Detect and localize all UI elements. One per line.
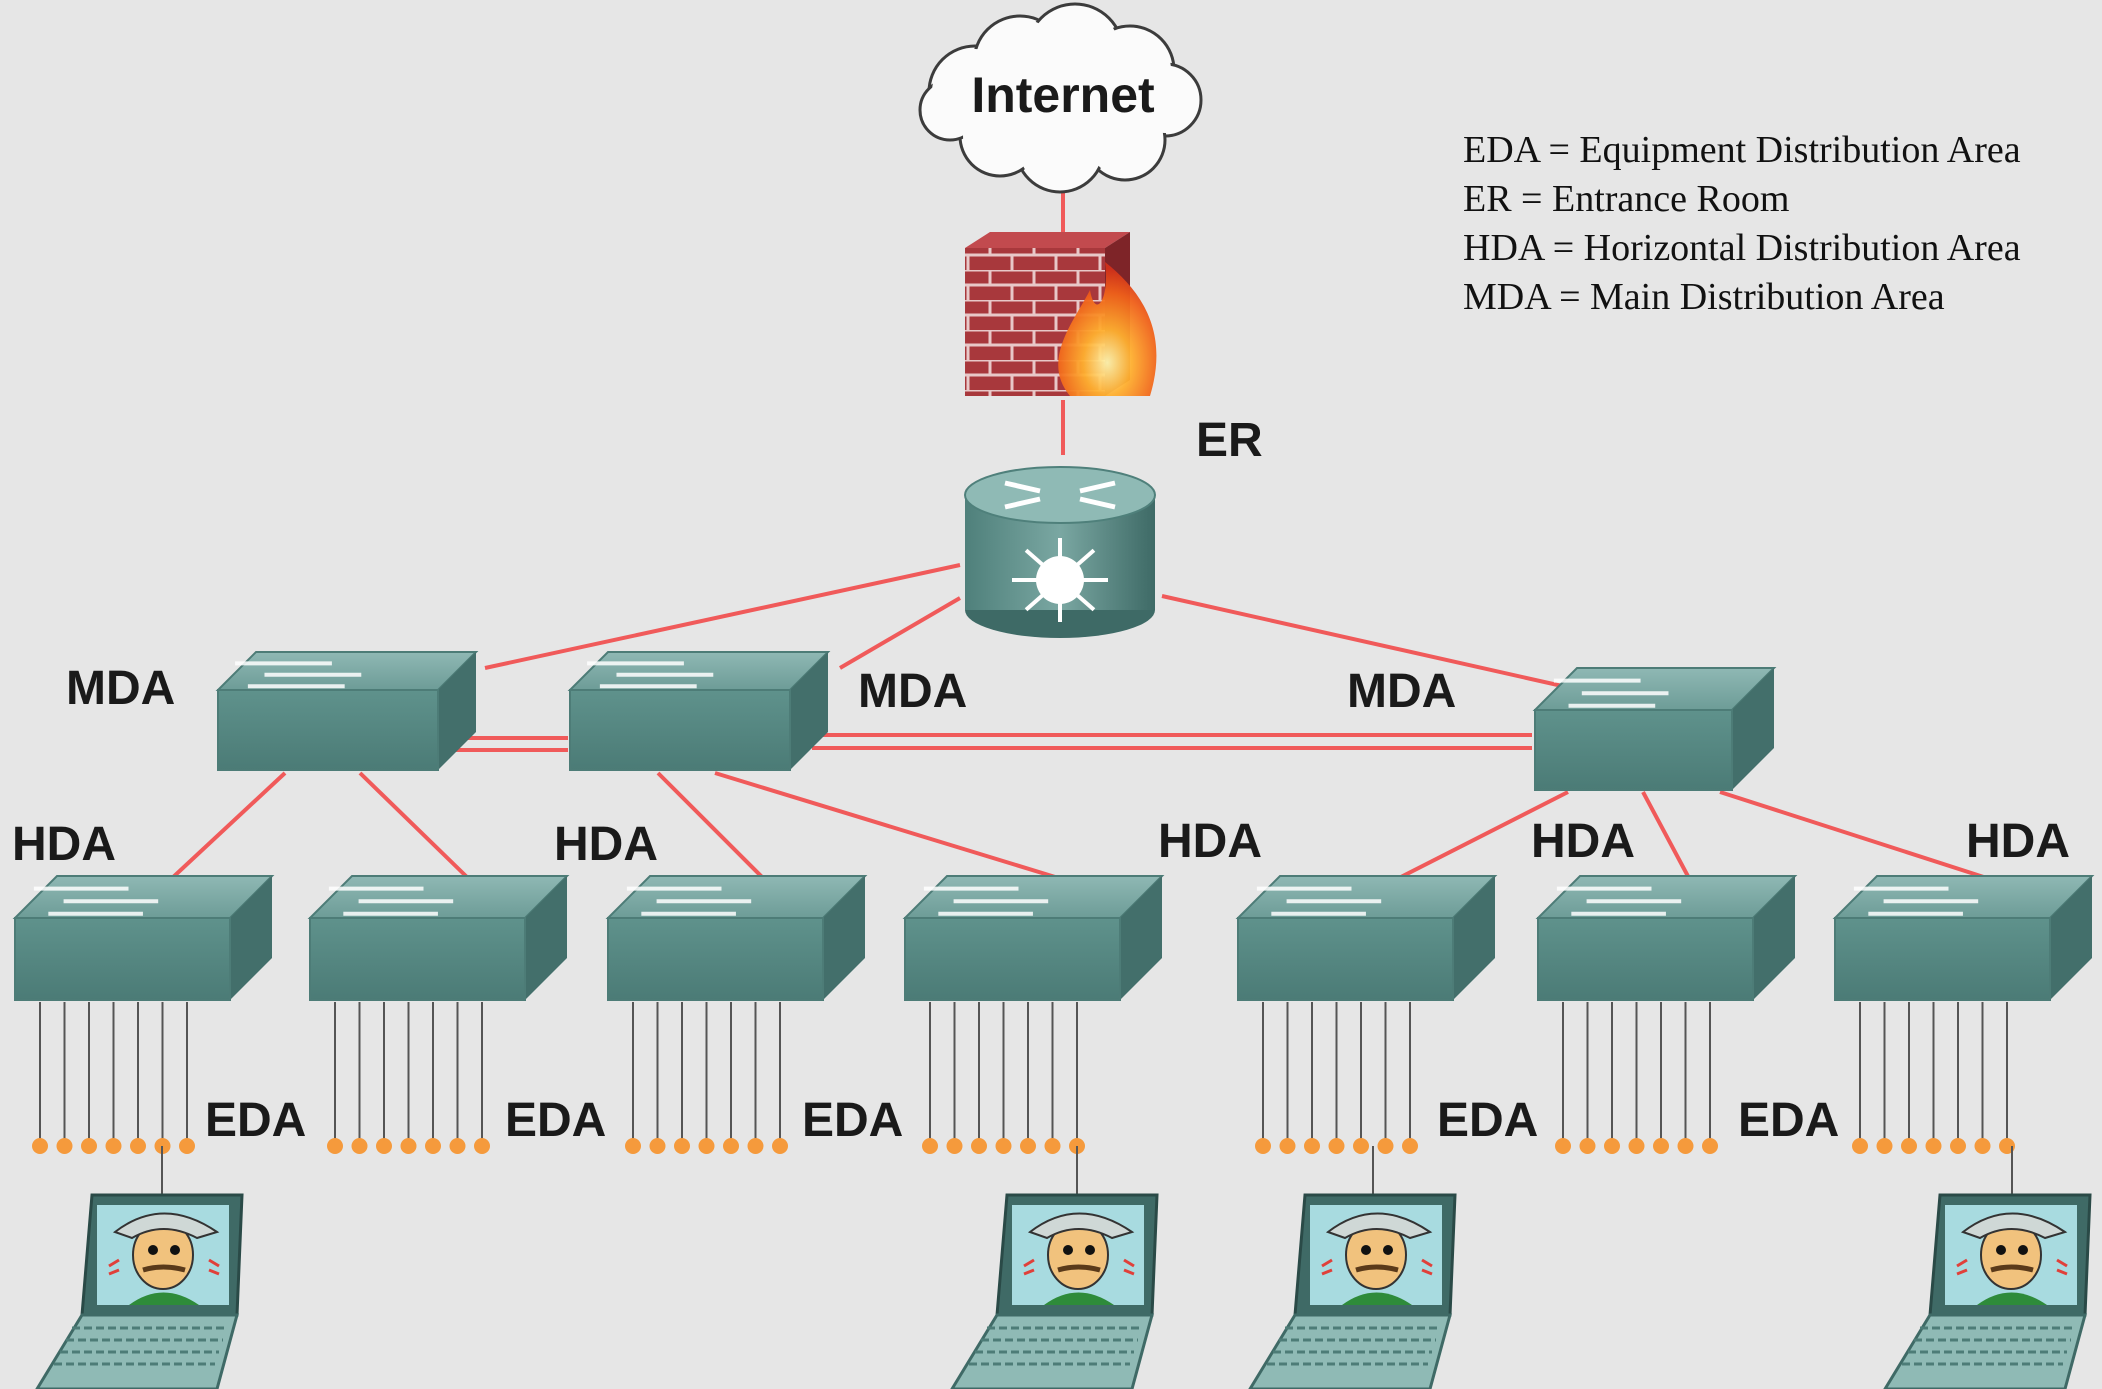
port-dot (449, 1138, 466, 1154)
network-link (714, 771, 1066, 882)
switch-icon (1532, 667, 1777, 791)
hda-label-1: HDA (12, 818, 116, 871)
port-dot (1677, 1138, 1694, 1154)
port-dot (425, 1138, 441, 1154)
port-dot (995, 1138, 1012, 1154)
port-dot (1377, 1138, 1394, 1154)
er-label: ER (1196, 414, 1263, 467)
cloud-icon (918, 2, 1203, 194)
port-dot (105, 1138, 122, 1154)
port-dot (1925, 1138, 1942, 1154)
laptop-icon (950, 1193, 1159, 1389)
port-dot (351, 1138, 368, 1154)
switch-icon (215, 651, 479, 771)
port-dot (56, 1138, 73, 1154)
port-layer (32, 1002, 2015, 1195)
internet-label: Internet (971, 67, 1155, 123)
mda-label-1: MDA (66, 662, 175, 715)
port-dot (1852, 1138, 1868, 1154)
laptop-icon (1883, 1193, 2092, 1389)
legend-item-er: ER = Entrance Room (1463, 178, 1790, 220)
switch-icon (1535, 875, 1798, 1001)
switch-icon (1235, 875, 1498, 1001)
port-dot (1353, 1138, 1369, 1154)
port-dot (1255, 1138, 1271, 1154)
switch-icon (12, 875, 275, 1001)
firewall-icon (965, 232, 1157, 396)
eda-label-5: EDA (1738, 1094, 1839, 1147)
port-dot (1402, 1138, 1418, 1154)
network-link (484, 563, 961, 670)
port-dot (179, 1138, 195, 1154)
port-dot (971, 1138, 987, 1154)
port-dot (1974, 1138, 1991, 1154)
port-dot (1579, 1138, 1596, 1154)
network-link (358, 771, 472, 882)
network-link (1641, 791, 1692, 881)
port-dot (327, 1138, 343, 1154)
port-dot (1901, 1138, 1917, 1154)
port-dot (1950, 1138, 1966, 1154)
hda-label-5: HDA (1966, 815, 2070, 868)
port-dot (32, 1138, 48, 1154)
router-icon (964, 466, 1156, 638)
port-dot (1702, 1138, 1718, 1154)
legend-item-hda: HDA = Horizontal Distribution Area (1463, 227, 2021, 269)
port-dot (1328, 1138, 1345, 1154)
switch-icon (567, 651, 831, 771)
mda-label-3: MDA (1347, 665, 1456, 718)
legend-item-mda: MDA = Main Distribution Area (1463, 276, 1945, 318)
port-dot (1876, 1138, 1893, 1154)
hda-label-4: HDA (1531, 815, 1635, 868)
port-dot (698, 1138, 715, 1154)
port-dot (1304, 1138, 1320, 1154)
mda-label-2: MDA (858, 665, 967, 718)
port-dot (1279, 1138, 1296, 1154)
port-dot (723, 1138, 739, 1154)
port-dot (1604, 1138, 1620, 1154)
legend-item-eda: EDA = Equipment Distribution Area (1463, 129, 2021, 171)
device-layer (12, 2, 2095, 1389)
network-link (1719, 790, 1994, 882)
port-dot (625, 1138, 641, 1154)
switch-icon (605, 875, 868, 1001)
port-dot (1653, 1138, 1669, 1154)
port-dot (376, 1138, 392, 1154)
network-link (656, 771, 767, 882)
network-link (168, 771, 287, 882)
port-dot (922, 1138, 938, 1154)
hda-label-3: HDA (1158, 815, 1262, 868)
port-dot (474, 1138, 490, 1154)
port-dot (81, 1138, 97, 1154)
eda-label-2: EDA (505, 1094, 606, 1147)
port-dot (1020, 1138, 1036, 1154)
port-dot (1555, 1138, 1571, 1154)
laptop-icon (1248, 1193, 1457, 1389)
port-dot (674, 1138, 690, 1154)
eda-label-4: EDA (1437, 1094, 1538, 1147)
port-dot (1044, 1138, 1061, 1154)
port-dot (772, 1138, 788, 1154)
hda-label-2: HDA (554, 818, 658, 871)
port-dot (1628, 1138, 1645, 1154)
port-dot (649, 1138, 666, 1154)
network-link (838, 596, 962, 670)
port-dot (747, 1138, 764, 1154)
eda-label-3: EDA (802, 1094, 903, 1147)
network-link (1161, 594, 1581, 692)
legend: EDA = Equipment Distribution Area ER = E… (1463, 126, 2021, 322)
switch-icon (307, 875, 570, 1001)
port-dot (400, 1138, 417, 1154)
switch-icon (902, 875, 1165, 1001)
switch-icon (1832, 875, 2095, 1001)
laptop-icon (35, 1193, 244, 1389)
eda-label-1: EDA (205, 1094, 306, 1147)
port-dot (130, 1138, 146, 1154)
network-link (1394, 790, 1569, 882)
port-dot (946, 1138, 963, 1154)
